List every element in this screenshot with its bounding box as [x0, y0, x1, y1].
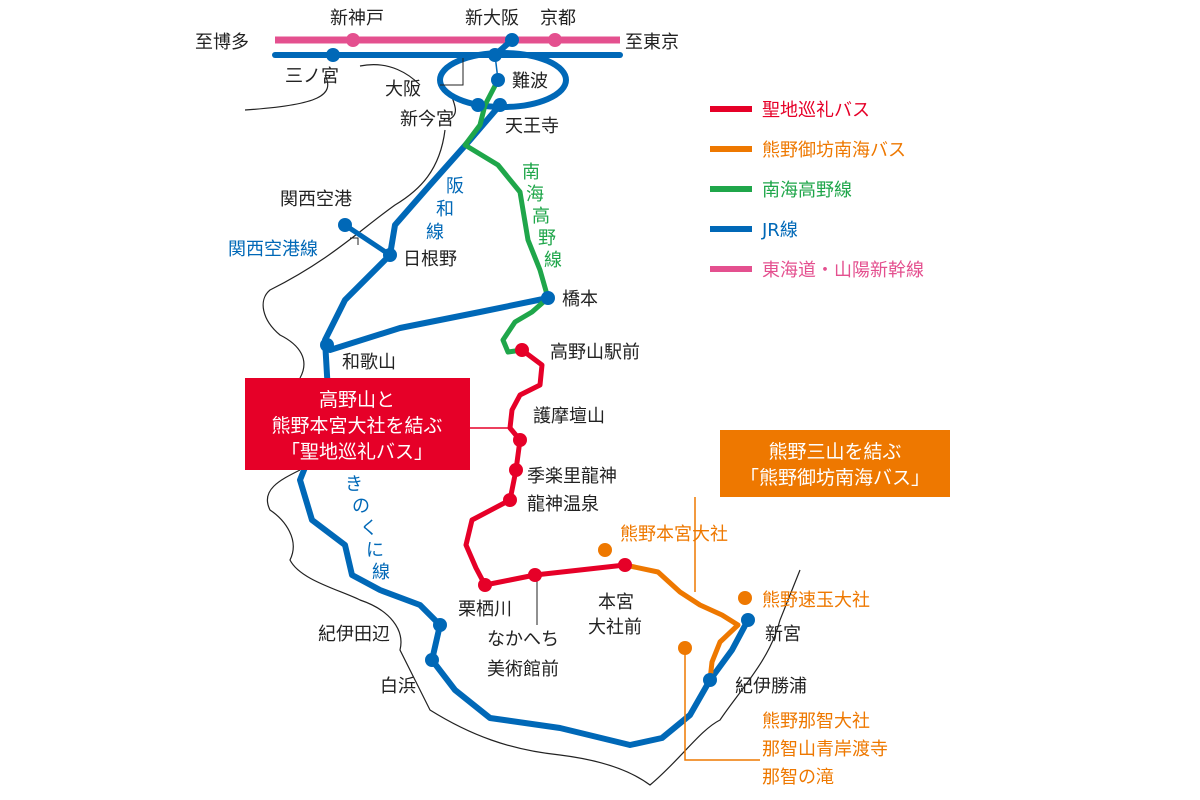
label-nachi-falls: 那智の滝 — [762, 767, 834, 788]
label-to-hakata: 至博多 — [195, 32, 249, 53]
nankai-koya-line — [462, 78, 551, 355]
kansai-airport-line-leader — [350, 237, 359, 245]
label-shin-imamiya: 新今宮 — [400, 109, 454, 130]
label-kirari-ryujin: 季楽里龍神 — [527, 466, 617, 487]
label-shirahama: 白浜 — [380, 676, 416, 697]
label-sannomiya: 三ノ宮 — [285, 66, 339, 87]
label-kinokuni-line: き の く に 線 — [345, 474, 390, 583]
svg-text:に: に — [366, 540, 384, 561]
label-shin-osaka: 新大阪 — [465, 8, 519, 29]
svg-text:阪: 阪 — [446, 176, 464, 197]
nachi-leader — [684, 650, 760, 761]
label-nakahechi-2: 美術館前 — [487, 659, 559, 680]
label-hongu-2: 大社前 — [588, 617, 642, 638]
label-shingu: 新宮 — [765, 624, 801, 645]
label-kurisugawa: 栗栖川 — [458, 599, 512, 620]
svg-text:線: 線 — [426, 222, 444, 243]
kumano-bus-callout: 熊野三山を結ぶ 「熊野御坊南海バス」 — [720, 430, 950, 497]
label-hashimoto: 橋本 — [562, 289, 598, 310]
legend-kumano-bus: 熊野御坊南海バス — [762, 140, 906, 161]
label-namba: 難波 — [512, 71, 548, 92]
label-shin-kobe: 新神戸 — [330, 8, 384, 29]
svg-text:高野山と: 高野山と — [319, 389, 395, 411]
svg-text:高: 高 — [532, 206, 550, 227]
label-nankai-koya-line: 南 海 高 野 線 — [522, 162, 562, 271]
label-hanwa-line: 阪 和 線 — [426, 176, 464, 243]
legend-shinkansen: 東海道・山陽新幹線 — [762, 260, 924, 281]
svg-text:熊野本宮大社を結ぶ: 熊野本宮大社を結ぶ — [271, 415, 442, 437]
coastline — [244, 64, 801, 786]
legend-jr: JR線 — [761, 220, 798, 241]
label-hineno: 日根野 — [403, 249, 457, 270]
label-nachi-taisha: 熊野那智大社 — [762, 711, 870, 732]
label-osaka: 大阪 — [385, 79, 421, 100]
svg-text:和: 和 — [436, 199, 454, 220]
label-tennoji: 天王寺 — [505, 116, 559, 137]
osaka-leader — [440, 58, 464, 86]
label-to-tokyo: 至東京 — [625, 32, 679, 53]
kansai-airport-line — [343, 222, 392, 258]
legend-nankai-koya: 南海高野線 — [762, 180, 852, 201]
svg-text:線: 線 — [544, 250, 562, 271]
svg-text:き: き — [345, 474, 363, 495]
label-kyoto: 京都 — [540, 8, 576, 29]
pilgrim-bus-callout: 高野山と 熊野本宮大社を結ぶ 「聖地巡礼バス」 — [245, 378, 470, 470]
label-koyasan-ekimae: 高野山駅前 — [550, 342, 640, 363]
svg-text:「聖地巡礼バス」: 「聖地巡礼バス」 — [281, 441, 433, 463]
label-nakahechi-1: なかへち — [487, 629, 559, 650]
station-dots — [320, 33, 755, 687]
label-kansai-airport-line: 関西空港線 — [228, 239, 318, 260]
label-seigantoji: 那智山青岸渡寺 — [762, 739, 888, 760]
label-kii-tanabe: 紀伊田辺 — [318, 624, 390, 645]
label-hongu-1: 本宮 — [598, 592, 634, 613]
svg-text:熊野三山を結ぶ: 熊野三山を結ぶ — [768, 441, 901, 463]
svg-text:南: 南 — [522, 162, 540, 183]
svg-text:野: 野 — [538, 228, 556, 249]
legend-pilgrim-bus: 聖地巡礼バス — [762, 100, 870, 121]
svg-text:く: く — [360, 518, 378, 539]
label-kii-katsuura: 紀伊勝浦 — [735, 676, 807, 697]
label-wakayama: 和歌山 — [342, 352, 396, 373]
legend: 聖地巡礼バス 熊野御坊南海バス 南海高野線 JR線 東海道・山陽新幹線 — [710, 100, 924, 281]
label-hayatama-taisha: 熊野速玉大社 — [762, 590, 870, 611]
label-hongu-taisha: 熊野本宮大社 — [620, 524, 728, 545]
svg-text:線: 線 — [372, 562, 390, 583]
label-ryujin-onsen: 龍神温泉 — [527, 494, 599, 515]
label-gomadanzan: 護摩壇山 — [533, 406, 605, 427]
svg-text:「熊野御坊南海バス」: 「熊野御坊南海バス」 — [740, 467, 930, 489]
svg-text:の: の — [352, 496, 370, 517]
svg-text:海: 海 — [526, 184, 544, 205]
label-kansai-airport: 関西空港 — [280, 189, 352, 210]
kumano-bus-route — [624, 562, 741, 681]
